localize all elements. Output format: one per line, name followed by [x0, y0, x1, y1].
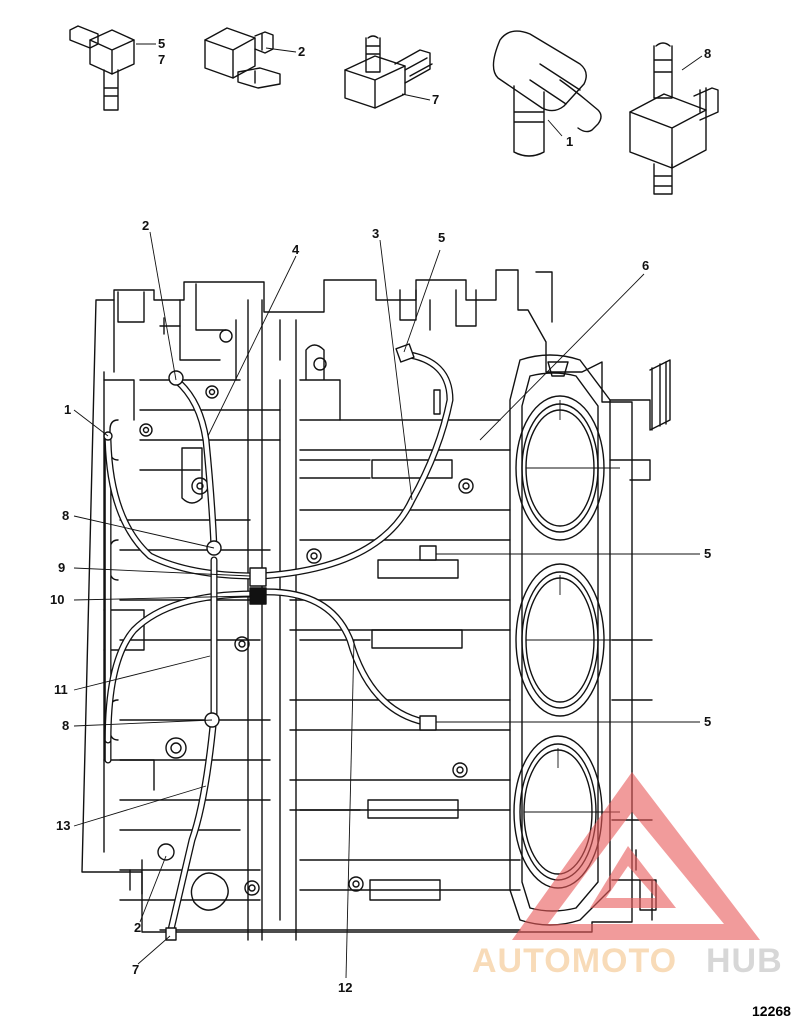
callout-5-top: 5 — [438, 230, 445, 245]
fitting-elbow-2 — [204, 27, 281, 89]
watermark-text-hub: HUB — [706, 942, 783, 980]
callout-5-mid: 5 — [704, 546, 711, 561]
fitting-elbow-1 — [492, 30, 602, 157]
hose-routing — [103, 343, 454, 941]
watermark-logo: AUTOMOTO HUB — [472, 772, 783, 980]
callout-13: 13 — [56, 818, 70, 833]
callout-7-bottom: 7 — [132, 962, 139, 977]
callout-1: 1 — [64, 402, 71, 417]
callout-10: 10 — [50, 592, 64, 607]
fitting-tee-7 — [344, 35, 433, 109]
callout-top-5: 5 — [158, 36, 165, 51]
callout-top-2: 2 — [298, 44, 305, 59]
callout-8b: 8 — [62, 718, 69, 733]
figure-number: 12268 — [752, 1003, 791, 1019]
watermark-text-automoto: AUTOMOTO — [472, 942, 677, 980]
callout-8a: 8 — [62, 508, 69, 523]
callout-3: 3 — [372, 226, 379, 241]
callout-top-7: 7 — [158, 52, 165, 67]
callout-top-7b: 7 — [432, 92, 439, 107]
callout-top-8: 8 — [704, 46, 711, 61]
callout-2-bottom: 2 — [134, 920, 141, 935]
callout-4: 4 — [292, 242, 300, 257]
callout-9: 9 — [58, 560, 65, 575]
callout-5-low: 5 — [704, 714, 711, 729]
callout-6: 6 — [642, 258, 649, 273]
fitting-tee-8 — [629, 42, 719, 195]
fitting-tee-5-7 — [69, 25, 135, 111]
callout-top-1: 1 — [566, 134, 573, 149]
callout-2-top: 2 — [142, 218, 149, 233]
callout-12: 12 — [338, 980, 352, 995]
callout-11: 11 — [54, 682, 68, 697]
callout-leaders — [73, 231, 700, 979]
